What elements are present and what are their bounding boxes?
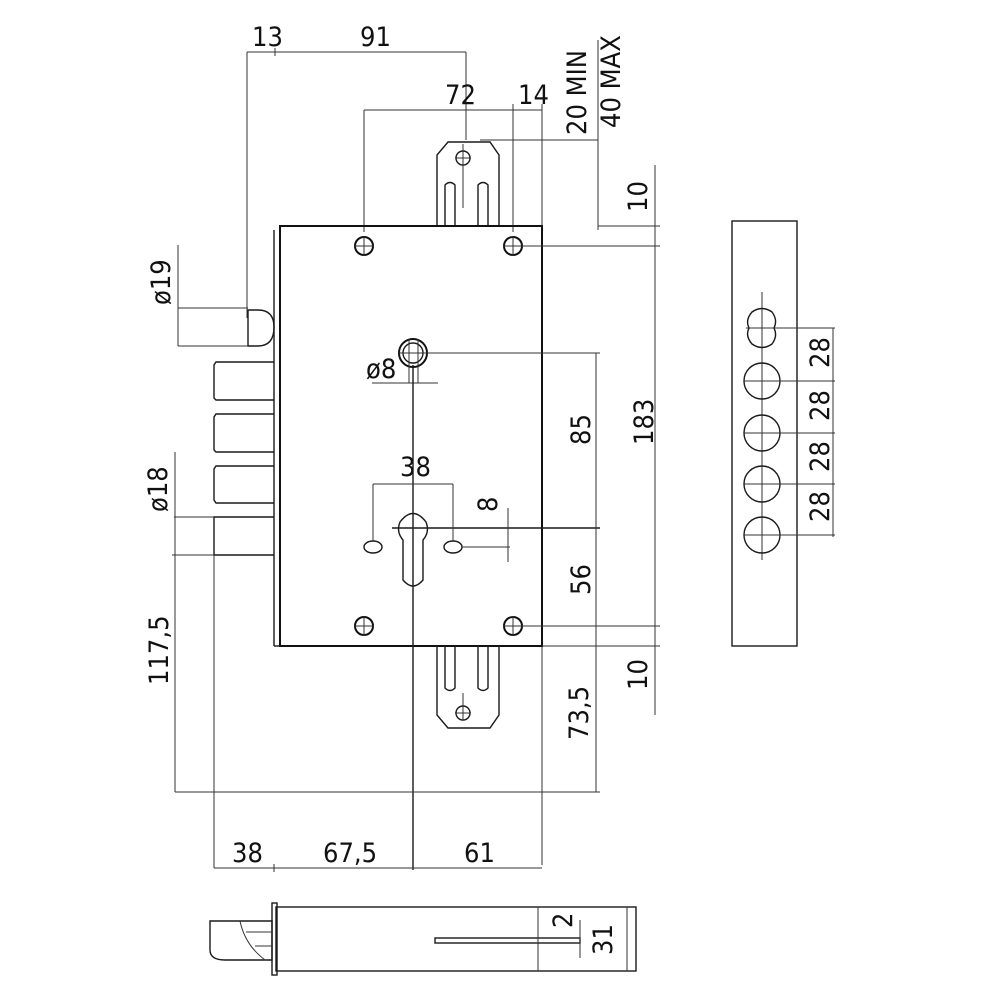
latch-bolt [247,309,275,347]
deadbolts [213,361,274,556]
dim-dia-8: ø8 [366,354,396,385]
screw-hole-top-left [354,236,374,256]
dim-20-min: 20 MIN [562,50,593,135]
screw-hole-bottom-left [354,616,374,636]
dim-38-bottom: 38 [232,838,263,869]
bolt-hole-2 [743,414,835,452]
dim-dia-19: ø19 [146,259,177,305]
bottom-dimension-lines [214,864,542,872]
dim-dia-18: ø18 [143,466,174,512]
dim-72: 72 [445,80,476,111]
lock-case [273,225,600,870]
cylinder-profile [363,483,600,587]
faceplate-spacing-3: 28 [805,441,836,472]
screw-hole-bottom-right [503,616,542,636]
dim-2: 2 [548,913,579,928]
left-dimension-lines [172,245,600,868]
dim-73-5: 73,5 [564,686,595,740]
top-strike-tab [436,141,500,226]
bolt-hole-1 [743,362,835,400]
dim-31: 31 [588,924,619,955]
dim-85: 85 [566,414,597,445]
dim-10-bottom: 10 [623,659,654,690]
faceplate-spacing-4: 28 [805,491,836,522]
faceplate-spacing-1: 28 [805,337,836,368]
dim-10-top: 10 [623,181,654,212]
bolt-hole-4 [743,516,835,554]
faceplate-spacing-2: 28 [805,390,836,421]
dim-117-5: 117,5 [144,615,175,685]
side-view [209,902,637,976]
dim-91: 91 [360,22,391,53]
dim-56: 56 [566,564,597,595]
dim-183: 183 [629,399,660,445]
dim-8-cylinder: 8 [473,497,504,512]
dim-13: 13 [252,22,283,53]
dim-40-max: 40 MAX [596,35,627,128]
right-dimension-lines [427,165,660,792]
top-dimension-lines [246,40,599,865]
latch-hole [746,307,835,349]
bottom-strike-tab [436,646,500,729]
dim-67-5: 67,5 [323,838,377,869]
dim-61: 61 [464,838,495,869]
screw-hole-top-right [503,236,542,256]
dim-14: 14 [518,80,549,111]
faceplate-view [731,220,835,647]
bolt-hole-3 [743,465,835,503]
dim-38-cylinder: 38 [400,452,431,483]
